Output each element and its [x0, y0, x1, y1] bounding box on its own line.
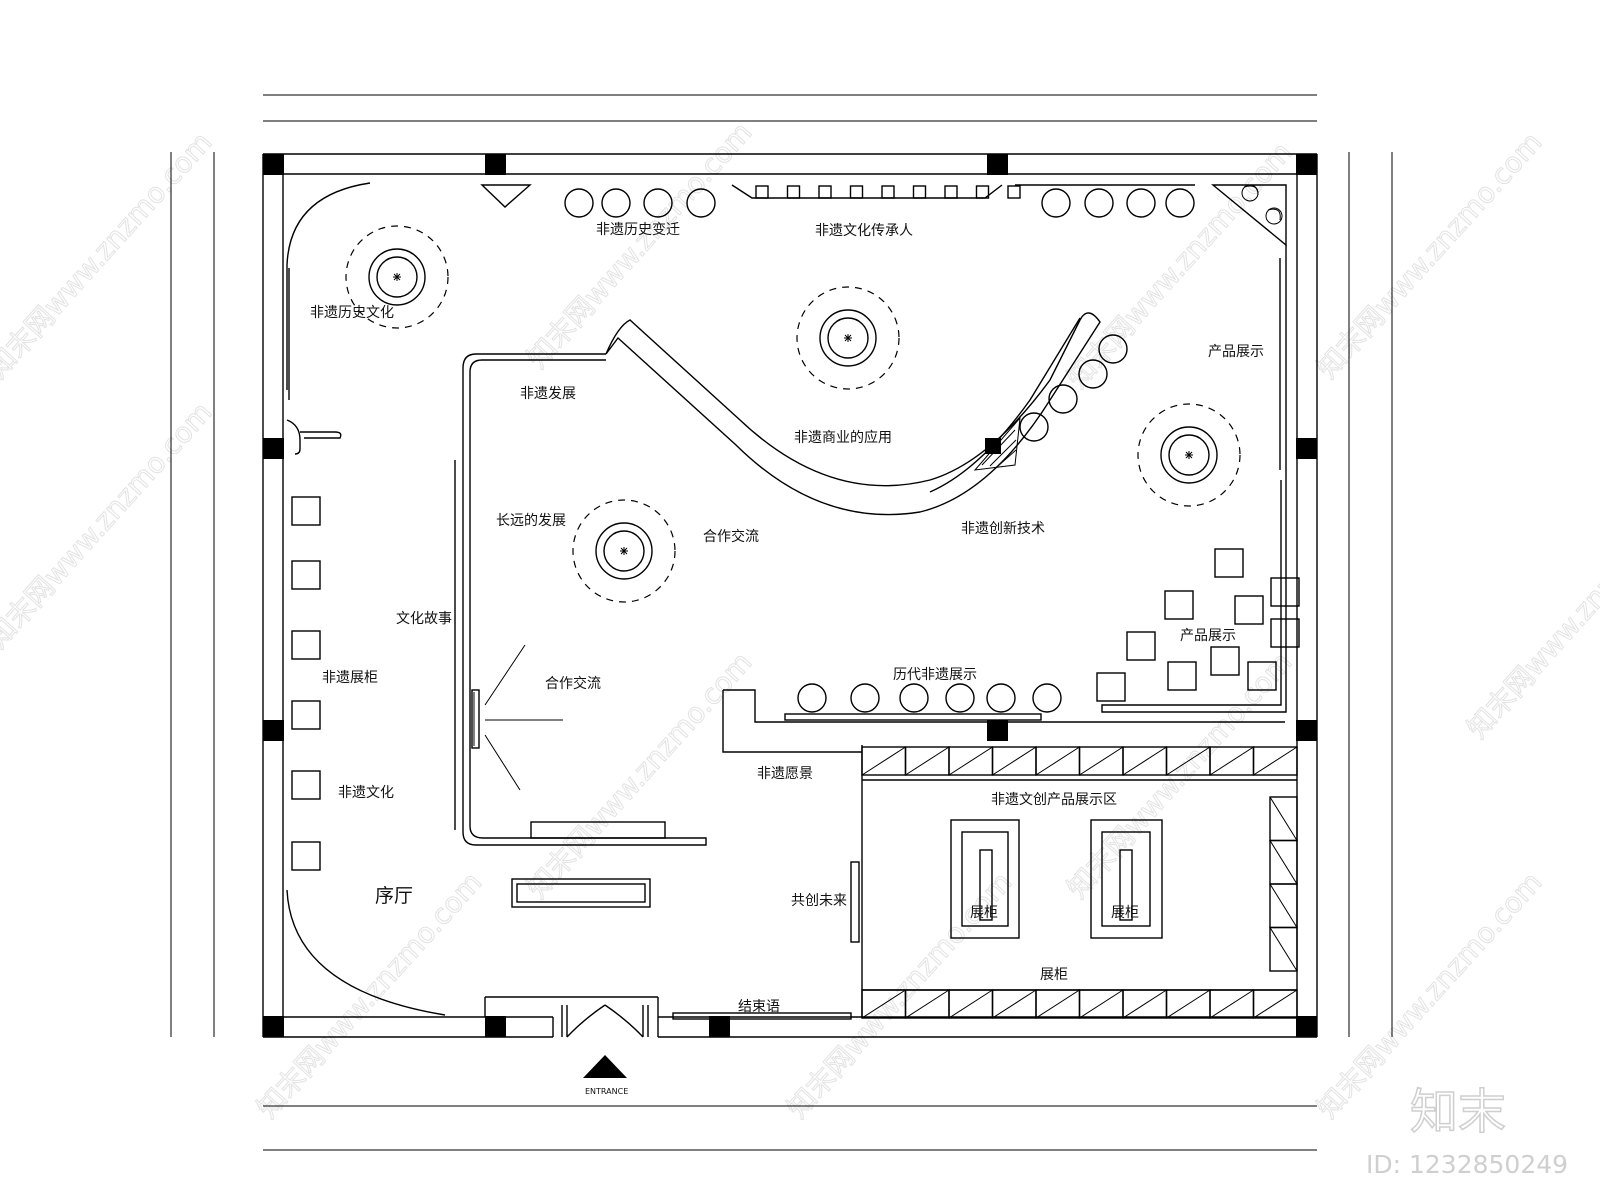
product-block: [1210, 646, 1240, 676]
label-co-create-future: 共创未来: [791, 893, 847, 909]
label-commercial-application: 非遗商业的应用: [794, 429, 892, 446]
stool: [1048, 384, 1078, 414]
curved-partitions: [286, 182, 1287, 1016]
stool: [1084, 188, 1114, 218]
label-lobby: 序厅: [375, 885, 413, 907]
label-development: 非遗发展: [520, 386, 576, 402]
top-square: [881, 185, 895, 199]
center-structures: [511, 689, 1285, 908]
product-block: [1167, 661, 1197, 691]
label-product-display-lower: 产品展示: [1180, 628, 1236, 644]
watermark-text: 知末网www.znzmo.com: [1311, 126, 1549, 385]
product-block: [1164, 590, 1194, 620]
watermark-layer: 知末网www.znzmo.com知末网www.znzmo.com知末网www.z…: [0, 115, 1600, 1125]
corner-figure-icon: [1241, 184, 1283, 225]
reference-lines: [170, 94, 1393, 1151]
label-history-change: 非遗历史变迁: [596, 222, 680, 238]
inner-s-partition: [454, 312, 1101, 846]
round-table: [796, 286, 900, 390]
top-square: [975, 185, 990, 199]
stool: [986, 683, 1016, 713]
stool: [1019, 412, 1049, 442]
left-cabinet: [291, 630, 321, 660]
stool: [1165, 188, 1195, 218]
stool: [564, 188, 594, 218]
product-block: [1096, 672, 1126, 702]
watermark-text: 知末网www.znzmo.com: [0, 126, 219, 385]
product-block: [1270, 577, 1300, 607]
columns: [263, 154, 1317, 1037]
product-block: [1270, 618, 1300, 648]
brand-logo: 知末: [1410, 1084, 1506, 1140]
product-block: [1247, 661, 1277, 691]
label-cooperation-exchange-mid: 合作交流: [545, 675, 601, 692]
watermark-text: 知末网www.znzmo.com: [1461, 486, 1600, 745]
label-cooperation-exchange-top: 合作交流: [703, 528, 759, 545]
label-product-display-right: 产品展示: [1208, 344, 1264, 360]
round-table: [572, 499, 676, 603]
product-block: [1126, 631, 1156, 661]
stool-rows: [564, 188, 1195, 713]
stool: [1032, 683, 1062, 713]
label-long-term-development: 长远的发展: [496, 513, 566, 529]
label-history-culture: 非遗历史文化: [310, 305, 394, 321]
cooperation-sign: [471, 644, 563, 791]
entrance-doors: [484, 996, 852, 1078]
label-conclusion: 结束语: [738, 999, 780, 1015]
product-block: [1214, 548, 1244, 578]
small-square-items: [291, 185, 1300, 871]
label-cabinet-bottom: 展柜: [1040, 967, 1068, 983]
label-innovation-technology: 非遗创新技术: [961, 521, 1045, 537]
stool: [1126, 188, 1156, 218]
stool: [850, 683, 880, 713]
product-block: [1234, 595, 1264, 625]
stool: [1041, 188, 1071, 218]
left-cabinet: [291, 560, 321, 590]
label-inheritors: 非遗文化传承人: [815, 223, 913, 239]
stool: [643, 188, 673, 218]
round-table: [1137, 403, 1241, 507]
label-creative-products-area: 非遗文创产品展示区: [991, 792, 1117, 808]
cabinet-cell: [1269, 926, 1298, 972]
left-cabinet: [291, 700, 321, 730]
stool: [601, 188, 631, 218]
top-square: [818, 185, 832, 199]
brand-id: ID: 1232850249: [1366, 1150, 1568, 1179]
label-ich-scenery: 非遗愿景: [757, 766, 813, 782]
brand-watermark: 知末 ID: 1232850249: [1366, 1083, 1568, 1179]
top-square: [849, 185, 864, 199]
label-ich-culture: 非遗文化: [338, 785, 394, 801]
label-past-dynasty-display: 历代非遗展示: [893, 667, 977, 683]
label-ich-cabinets: 非遗展柜: [322, 670, 378, 686]
top-square: [944, 185, 958, 199]
cabinet-cell: [1252, 746, 1298, 776]
hatched-cabinet-rows: [861, 746, 1298, 1019]
stool: [945, 683, 975, 713]
label-cabinet-1: 展柜: [970, 905, 998, 921]
top-square: [755, 185, 769, 199]
round-table-groups: [345, 225, 1241, 603]
left-cabinet: [291, 770, 321, 800]
top-square: [1007, 185, 1021, 199]
top-square: [786, 185, 801, 199]
label-entrance: ENTRANCE: [585, 1087, 628, 1096]
left-cabinet: [291, 496, 321, 526]
entrance-arrow-icon: [583, 1055, 627, 1078]
label-cabinet-2: 展柜: [1111, 905, 1139, 921]
stool: [686, 188, 716, 218]
round-table: [345, 225, 449, 329]
stool: [797, 683, 827, 713]
zone-labels: 非遗历史变迁 非遗文化传承人 非遗历史文化 产品展示 非遗发展 非遗商业的应用 …: [310, 222, 1264, 1096]
watermark-text: 知末网www.znzmo.com: [0, 396, 219, 655]
label-culture-story: 文化故事: [396, 611, 452, 627]
top-square: [912, 185, 927, 199]
stool: [1098, 334, 1128, 364]
cabinet-cell: [1252, 989, 1298, 1019]
left-cabinet: [291, 841, 321, 871]
stool: [899, 683, 929, 713]
stool: [1078, 359, 1108, 389]
